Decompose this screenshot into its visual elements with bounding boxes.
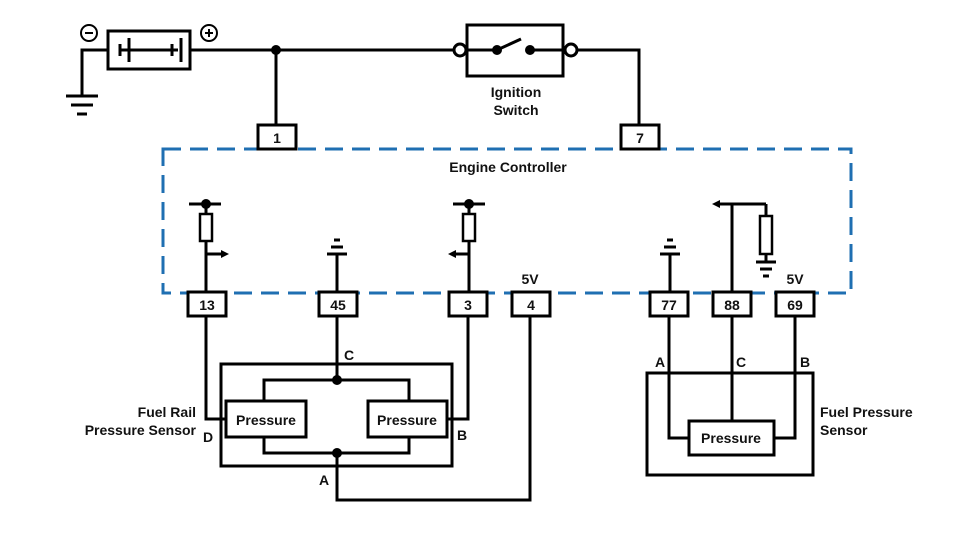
ground-icon [66, 94, 98, 116]
pull-up-resistor-3 [448, 199, 485, 291]
pin-7: 7 [619, 123, 661, 151]
wire-69-to-B [774, 316, 797, 440]
pin-45: 45 [317, 290, 359, 318]
pull-down-resistor-88 [712, 200, 776, 291]
svg-text:88: 88 [724, 297, 740, 313]
pin-88: 88 [711, 290, 753, 318]
battery-negative-icon [80, 24, 98, 42]
ground-icon-77 [660, 238, 680, 291]
fuel-pressure-sensor-label-line2: Sensor [820, 422, 868, 438]
battery-ground-wire [80, 48, 108, 96]
ignition-switch-label-line2: Switch [493, 102, 538, 118]
wire-77-to-A [667, 316, 689, 440]
wire-13-to-D [204, 316, 226, 421]
fuel-rail-element-left: Pressure [236, 412, 296, 428]
svg-text:45: 45 [330, 297, 346, 313]
fp-terminal-a-label: A [655, 354, 665, 370]
fuel-rail-sensor-label-line1: Fuel Rail [138, 404, 196, 420]
svg-text:3: 3 [464, 297, 472, 313]
wire-to-pin-7 [577, 48, 641, 125]
fuel-rail-sensor-label-line2: Pressure Sensor [85, 422, 197, 438]
pin-13: 13 [186, 290, 228, 318]
svg-text:4: 4 [527, 297, 535, 313]
fp-terminal-b-label: B [800, 354, 810, 370]
ignition-switch-label-line1: Ignition [491, 84, 542, 100]
pull-up-resistor-13 [189, 199, 229, 291]
terminal-b-label: B [457, 427, 467, 443]
wire-A-to-4 [335, 316, 532, 502]
svg-text:69: 69 [787, 297, 803, 313]
pin-1: 1 [256, 123, 298, 151]
voltage-label-pin-69: 5V [786, 271, 804, 287]
fp-terminal-c-label: C [736, 354, 746, 370]
fuel-pressure-element: Pressure [701, 430, 761, 446]
pin-4: 4 [510, 290, 552, 318]
engine-controller-label: Engine Controller [449, 159, 567, 175]
pin-69: 69 [774, 290, 816, 318]
svg-text:13: 13 [199, 297, 215, 313]
pin-77: 77 [648, 290, 690, 318]
wire-3-to-B [447, 316, 470, 421]
svg-text:7: 7 [636, 130, 644, 146]
terminal-c-label: C [344, 347, 354, 363]
fuel-pressure-sensor-label-line1: Fuel Pressure [820, 404, 913, 420]
terminal-d-label: D [203, 429, 213, 445]
ground-icon-45 [327, 238, 347, 291]
svg-text:1: 1 [273, 130, 281, 146]
terminal-a-label: A [319, 472, 329, 488]
svg-text:77: 77 [661, 297, 677, 313]
fuel-rail-element-right: Pressure [377, 412, 437, 428]
voltage-label-pin-4: 5V [521, 271, 539, 287]
battery-symbol [106, 29, 192, 71]
ignition-switch [452, 23, 579, 78]
battery-positive-icon [200, 24, 218, 42]
engine-controller-boundary [161, 147, 853, 295]
pin-3: 3 [447, 290, 489, 318]
fuel-pressure-sensor [645, 371, 815, 477]
